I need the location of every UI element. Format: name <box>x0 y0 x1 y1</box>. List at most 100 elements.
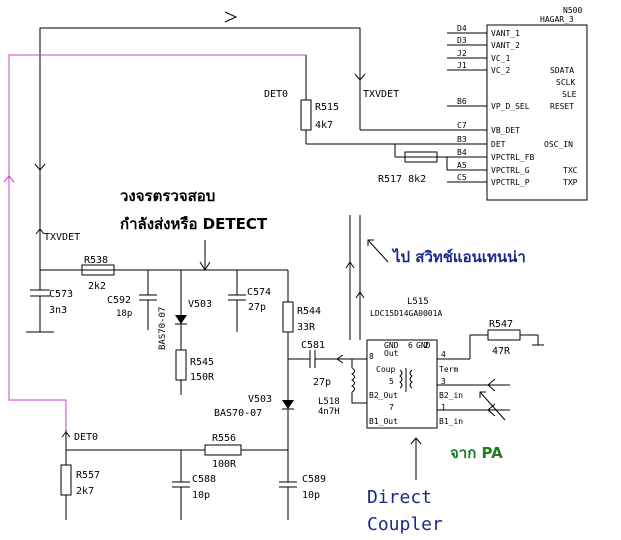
pin-j1: J1 <box>457 61 467 70</box>
svg-text:6: 6 <box>408 341 413 350</box>
c588-val: 10p <box>192 490 210 501</box>
svg-text:4: 4 <box>441 350 446 359</box>
resistor-r545 <box>175 349 187 381</box>
label-txvdet-top: TXVDET <box>363 89 399 100</box>
pin-vpdsel: VP_D_SEL <box>491 102 530 111</box>
c581-val: 27p <box>313 377 331 388</box>
v503-bottom-ref: V503 <box>248 394 272 405</box>
l515-ref: L515 <box>407 297 429 307</box>
pin-vpctrlp: VPCTRL_P <box>491 178 530 187</box>
pin-j2: J2 <box>457 49 467 58</box>
r538-val: 2k2 <box>88 281 106 292</box>
r545-ref: R545 <box>190 357 214 368</box>
ic-name: HAGAR_3 <box>540 15 574 24</box>
label-txvdet-left: TXVDET <box>44 232 80 243</box>
l518-val: 4n7H <box>318 407 340 417</box>
pin-d4: D4 <box>457 24 467 33</box>
c574-val: 27p <box>248 302 266 313</box>
r517-label: R517 8k2 <box>378 174 426 185</box>
pin-vpctrlg: VPCTRL_G <box>491 166 530 175</box>
pin-vbdet: VB_DET <box>491 126 520 135</box>
l515-part: LDC15D14GA0001A <box>370 309 442 318</box>
arrow-txvdet-r <box>354 73 366 81</box>
c573-ref: C573 <box>49 289 73 300</box>
r547-ref: R547 <box>489 319 513 330</box>
label-det0-bottom: DET0 <box>74 432 98 443</box>
resistor-r544 <box>282 301 294 333</box>
ic-hagar-body <box>486 24 588 201</box>
r556-val: 100R <box>212 459 237 470</box>
svg-text:GND: GND <box>416 341 431 350</box>
c592-val: 18p <box>116 309 132 319</box>
r545-val: 150R <box>190 372 215 383</box>
resistor-r515 <box>300 99 312 131</box>
title-line1: วงจรตรวจสอบ <box>120 187 215 205</box>
from-pa: จาก PA <box>450 444 503 462</box>
resistor-r538 <box>81 264 115 276</box>
arrow-txvdet-l <box>34 163 46 171</box>
resistor-r556 <box>204 444 242 456</box>
v503-top-ref: V503 <box>188 299 212 310</box>
svg-text:Out: Out <box>384 349 399 358</box>
svg-text:5: 5 <box>389 377 394 386</box>
pin-c5: C5 <box>457 173 467 182</box>
c592-ref: C592 <box>107 295 131 306</box>
coupler-label: Coupler <box>367 514 443 535</box>
pin-vant2: VANT_2 <box>491 41 520 50</box>
pin-b3: B3 <box>457 135 467 144</box>
c588-ref: C588 <box>192 474 216 485</box>
svg-text:3: 3 <box>441 377 446 386</box>
r544-val: 33R <box>297 322 316 333</box>
coupler-term: Term <box>439 365 458 374</box>
pin-vant1: VANT_1 <box>491 29 520 38</box>
c589-val: 10p <box>302 490 320 501</box>
r556-ref: R556 <box>212 433 236 444</box>
l518-ref: L518 <box>318 397 340 407</box>
diode-v503-top <box>175 315 187 324</box>
pin-txc: TXC <box>563 166 578 175</box>
coupler-b2out: B2_Out <box>369 391 398 400</box>
pin-c7: C7 <box>457 121 467 130</box>
arrow-pink <box>3 175 15 183</box>
c581-ref: C581 <box>301 340 325 351</box>
pin-sclk: SCLK <box>556 78 575 87</box>
svg-text:8: 8 <box>369 352 374 361</box>
r547-val: 47R <box>492 346 511 357</box>
resistor-r557 <box>60 464 72 496</box>
pin-osc-in: OSC_IN <box>544 140 573 149</box>
ic-ref: N500 <box>563 6 582 15</box>
r515-ref: R515 <box>315 102 339 113</box>
r544-ref: R544 <box>297 306 321 317</box>
c574-ref: C574 <box>247 287 271 298</box>
pin-vc2: VC_2 <box>491 66 510 75</box>
pin-vpctrlfb: VPCTRL_FB <box>491 153 535 162</box>
pin-reset: RESET <box>550 102 574 111</box>
bas70-vertical: BAS70-07 <box>158 307 168 350</box>
inductor-l518 <box>351 367 355 393</box>
arrow-top <box>224 11 238 23</box>
coupler-l515 <box>366 339 438 429</box>
r557-ref: R557 <box>76 470 100 481</box>
diode-v503-bottom <box>282 400 294 409</box>
resistor-r547 <box>487 329 521 341</box>
to-antenna-switch: ไป สวิทช์แอนเทนน่า <box>391 247 526 266</box>
svg-text:1: 1 <box>441 403 446 412</box>
det0-pink-wire <box>8 54 306 430</box>
v503-bottom-type: BAS70-07 <box>214 408 262 419</box>
pin-sdata: SDATA <box>550 66 574 75</box>
title-line2: กำลังส่งหรือ DETECT <box>120 215 268 233</box>
r557-val: 2k7 <box>76 486 94 497</box>
pin-b6: B6 <box>457 97 467 106</box>
pin-a5: A5 <box>457 161 467 170</box>
r538-ref: R538 <box>84 255 108 266</box>
c573-val: 3n3 <box>49 305 67 316</box>
coupler-b1out: B1_Out <box>369 417 398 426</box>
pin-d3: D3 <box>457 36 467 45</box>
pin-txp: TXP <box>563 178 578 187</box>
r515-val: 4k7 <box>315 120 333 131</box>
label-det0-top: DET0 <box>264 89 288 100</box>
pin-det: DET <box>491 140 506 149</box>
coupler-gnd-out: GND <box>384 341 399 350</box>
